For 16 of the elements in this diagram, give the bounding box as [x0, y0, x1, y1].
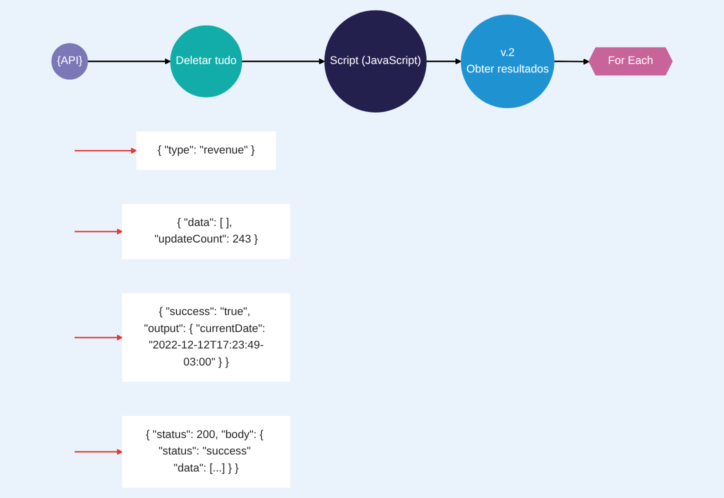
node-box: { "data": [ ], "updateCount": 243 }: [122, 204, 290, 260]
node-box: { "success": "true", "output": { "currentDate": "2022-12-12T17:23:49-03:00" } }: [122, 293, 290, 382]
arrow: [74, 228, 123, 235]
arrow: [74, 148, 137, 154]
arrow: [74, 334, 123, 341]
arrow: [242, 58, 325, 64]
node-circle: Deletar tudo: [170, 25, 242, 98]
node-circle: v.2 Obter resultados: [460, 14, 554, 108]
node-box: { "status": 200, "body": { "status": "success" "data": [...] } }: [122, 416, 290, 488]
node-circle: Script (JavaScript): [324, 10, 427, 113]
arrow: [74, 448, 123, 455]
arrow: [554, 58, 590, 65]
arrow: [426, 58, 462, 64]
node-circle: {API}: [51, 43, 88, 80]
node-box: { "type": "revenue" }: [136, 132, 276, 170]
arrow: [88, 58, 171, 64]
